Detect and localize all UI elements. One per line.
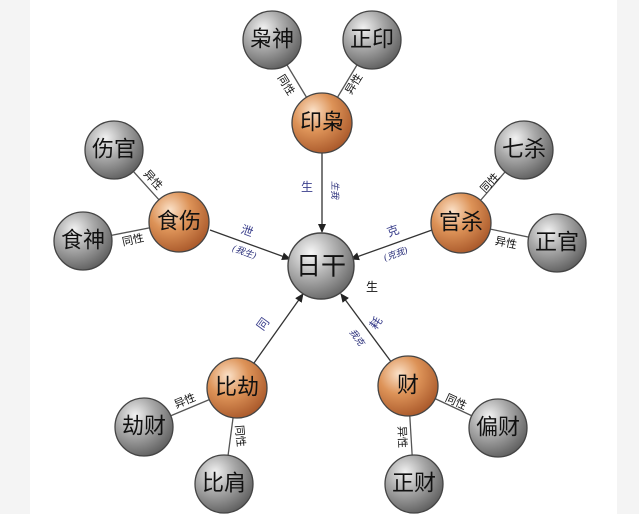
center-node: 日干 (287, 232, 355, 300)
flow-yin-main: 生 (301, 180, 313, 194)
right-margin (617, 0, 639, 514)
arrow-cai-to-center (340, 293, 393, 364)
flow-guan-sub: (克我) (382, 245, 410, 264)
node-qisha: 七杀 (494, 120, 554, 180)
label-guan-zhengguan: 异性 (494, 233, 518, 251)
arrow-guan-to-center (350, 229, 433, 261)
flow-cai-sub: 我克 (347, 327, 368, 350)
svg-text:枭神: 枭神 (250, 28, 294, 53)
label-cai-zhengcai: 异性 (395, 426, 410, 448)
arrow-shi-to-center (209, 229, 291, 261)
arrow-bi-to-center (253, 293, 304, 364)
flow-guan-main: 克 (385, 222, 401, 239)
node-shi: 食伤 (148, 191, 210, 253)
center-label: 日干 (296, 252, 346, 281)
flow-bi-main: 同 (254, 315, 272, 333)
svg-text:七杀: 七杀 (502, 138, 546, 163)
node-piancai: 偏财 (468, 398, 528, 458)
svg-text:正官: 正官 (535, 231, 579, 256)
flow-shi-main: 泄 (239, 222, 255, 239)
label-guan-qisha: 同性 (477, 170, 502, 196)
flow-arrows (209, 153, 433, 364)
svg-text:比肩: 比肩 (202, 472, 246, 497)
node-yin: 印枭 (291, 92, 353, 154)
svg-text:正财: 正财 (392, 472, 436, 497)
label-bi-bijian: 同性 (233, 424, 249, 447)
svg-text:食伤: 食伤 (157, 210, 201, 235)
svg-text:正印: 正印 (350, 28, 394, 53)
node-bijian: 比肩 (194, 454, 254, 514)
node-guan: 官杀 (430, 192, 492, 254)
svg-text:印枭: 印枭 (300, 111, 344, 136)
label-shi-shanguan: 异性 (141, 167, 166, 193)
svg-text:偏财: 偏财 (476, 416, 520, 441)
node-zhengguan: 正官 (527, 213, 587, 273)
svg-text:伤官: 伤官 (92, 138, 136, 163)
node-zhengcai: 正财 (384, 454, 444, 514)
svg-text:食神: 食神 (61, 229, 105, 254)
label-bi-jiecai: 异性 (172, 390, 198, 411)
left-margin (0, 0, 30, 514)
node-jiecai: 劫财 (114, 397, 174, 457)
svg-text:官杀: 官杀 (439, 211, 483, 236)
label-cai-piancai: 同性 (443, 391, 469, 413)
svg-text:比劫: 比劫 (215, 376, 259, 401)
flow-yin-sub: 生我 (329, 181, 340, 200)
flow-cai-main: 耗 (367, 314, 385, 332)
node-xiaoshen: 枭神 (242, 10, 302, 70)
node-zhengyin: 正印 (342, 10, 402, 70)
label-yin-zhengyin: 异性 (342, 71, 366, 97)
node-cai: 财 (377, 355, 439, 417)
label-yin-xiaoshen: 同性 (275, 72, 299, 98)
node-bi: 比劫 (206, 357, 268, 419)
sub-nodes: 枭神 正印 七杀 正官 偏财 正财 (53, 10, 587, 514)
node-shanguan: 伤官 (84, 120, 144, 180)
node-shishen: 食神 (53, 211, 113, 271)
label-shi-shishen: 同性 (121, 230, 145, 248)
svg-text:劫财: 劫财 (122, 415, 166, 440)
main-nodes: 印枭 官杀 财 比劫 食伤 (148, 92, 492, 419)
flow-side-label: 生 (366, 280, 378, 294)
svg-text:财: 财 (397, 374, 419, 399)
